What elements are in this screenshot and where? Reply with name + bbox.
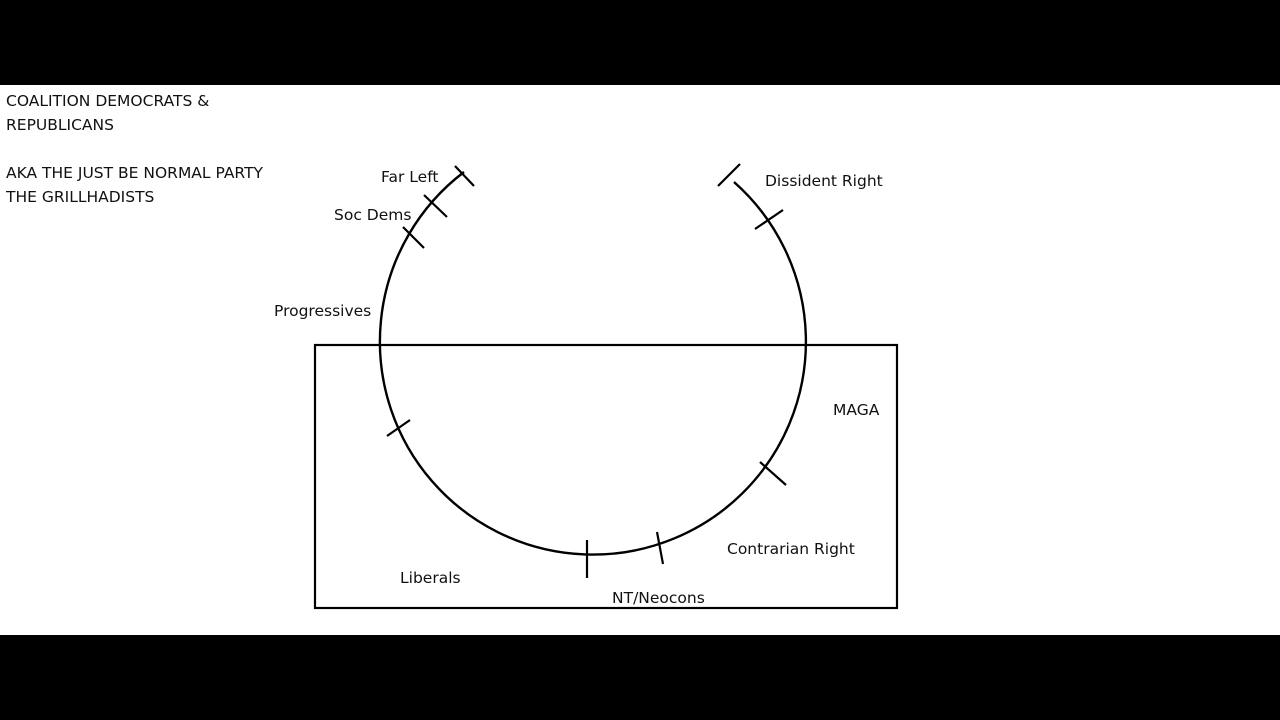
label-contrarian-right: Contrarian Right [727,540,855,558]
label-maga: MAGA [833,401,880,419]
tick-far-left-end [454,165,475,187]
label-liberals: Liberals [400,569,461,587]
tick-nt-neocons-contrarian [655,531,665,565]
label-nt-neocons: NT/Neocons [612,589,705,607]
tick-dissident-right-end [717,163,741,187]
tick-marks [386,163,787,578]
tick-dissident-right-inner [754,209,784,230]
tick-contrarian-maga [759,461,787,486]
horseshoe-arc [378,171,808,556]
coalition-box [313,343,899,610]
label-soc-dems: Soc Dems [334,206,411,224]
header-line-4: THE GRILLHADISTS [6,188,155,206]
horseshoe-diagram: Far Left Soc Dems Progressives Liberals … [274,163,899,610]
header-line-1: COALITION DEMOCRATS & [6,92,210,110]
tick-soc-dems-progressives [402,226,425,249]
label-progressives: Progressives [274,302,371,320]
header-line-2: REPUBLICANS [6,116,114,134]
label-dissident-right: Dissident Right [765,172,883,190]
header-text-block: COALITION DEMOCRATS & REPUBLICANS AKA TH… [6,89,263,209]
tick-far-left-soc-dems [423,194,448,218]
header-line-3: AKA THE JUST BE NORMAL PARTY [6,164,264,182]
label-far-left: Far Left [381,168,438,186]
diagram-canvas: COALITION DEMOCRATS & REPUBLICANS AKA TH… [0,85,1280,635]
tick-progressives-liberals [386,419,411,437]
